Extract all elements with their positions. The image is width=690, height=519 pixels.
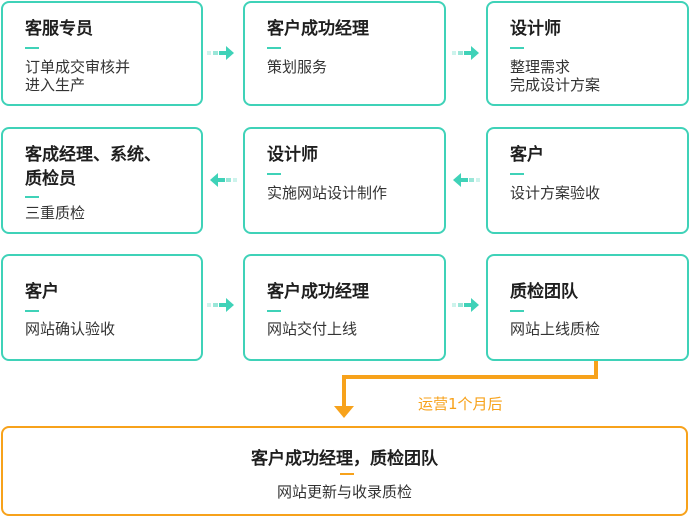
- step-box-1: 客服专员 订单成交审核并 进入生产: [1, 1, 203, 106]
- step-box-3: 设计师 整理需求 完成设计方案: [486, 1, 689, 106]
- step-title: 客户成功经理: [267, 19, 369, 39]
- arrow-left-icon: [210, 173, 237, 187]
- title-underline: [340, 473, 354, 475]
- step-desc: 策划服务: [267, 58, 328, 76]
- title-underline: [25, 196, 39, 198]
- title-underline: [510, 310, 524, 312]
- title-underline: [267, 310, 281, 312]
- step-box-9: 质检团队 网站上线质检: [486, 254, 689, 361]
- title-underline: [267, 173, 281, 175]
- step-title: 客成经理、系统、 质检员: [25, 145, 161, 189]
- title-underline: [25, 310, 39, 312]
- step-title: 设计师: [510, 19, 561, 39]
- arrow-right-icon: [207, 46, 234, 60]
- title-underline: [510, 173, 524, 175]
- title-underline: [510, 47, 524, 49]
- step-box-5: 设计师 实施网站设计制作: [243, 127, 446, 234]
- step-title: 客户: [25, 282, 59, 302]
- title-underline: [267, 47, 281, 49]
- step-box-8: 客户成功经理 网站交付上线: [243, 254, 446, 361]
- step-title: 客服专员: [25, 19, 93, 39]
- step-box-2: 客户成功经理 策划服务: [243, 1, 446, 106]
- step-title: 客户成功经理: [267, 282, 369, 302]
- step-desc: 订单成交审核并 进入生产: [25, 58, 131, 94]
- step-title: 客户: [510, 145, 544, 165]
- step-title: 质检团队: [510, 282, 578, 302]
- step-desc: 整理需求 完成设计方案: [510, 58, 601, 94]
- final-desc: 网站更新与收录质检: [276, 483, 412, 501]
- final-title: 客户成功经理，质检团队: [251, 449, 438, 469]
- title-underline: [25, 47, 39, 49]
- arrow-right-icon: [452, 298, 479, 312]
- step-desc: 三重质检: [25, 204, 86, 222]
- step-title: 设计师: [267, 145, 318, 165]
- step-desc: 实施网站设计制作: [267, 184, 388, 202]
- step-box-4: 客成经理、系统、 质检员 三重质检: [1, 127, 203, 234]
- arrow-right-icon: [452, 46, 479, 60]
- step-box-6: 客户 设计方案验收: [486, 127, 689, 234]
- arrow-left-icon: [453, 173, 480, 187]
- note-label: 运营1个月后: [418, 395, 503, 413]
- final-step-box: 客户成功经理，质检团队 网站更新与收录质检: [1, 426, 688, 516]
- step-desc: 设计方案验收: [510, 184, 601, 202]
- step-desc: 网站上线质检: [510, 320, 601, 338]
- step-desc: 网站交付上线: [267, 320, 358, 338]
- step-box-7: 客户 网站确认验收: [1, 254, 203, 361]
- step-desc: 网站确认验收: [25, 320, 116, 338]
- arrow-right-icon: [207, 298, 234, 312]
